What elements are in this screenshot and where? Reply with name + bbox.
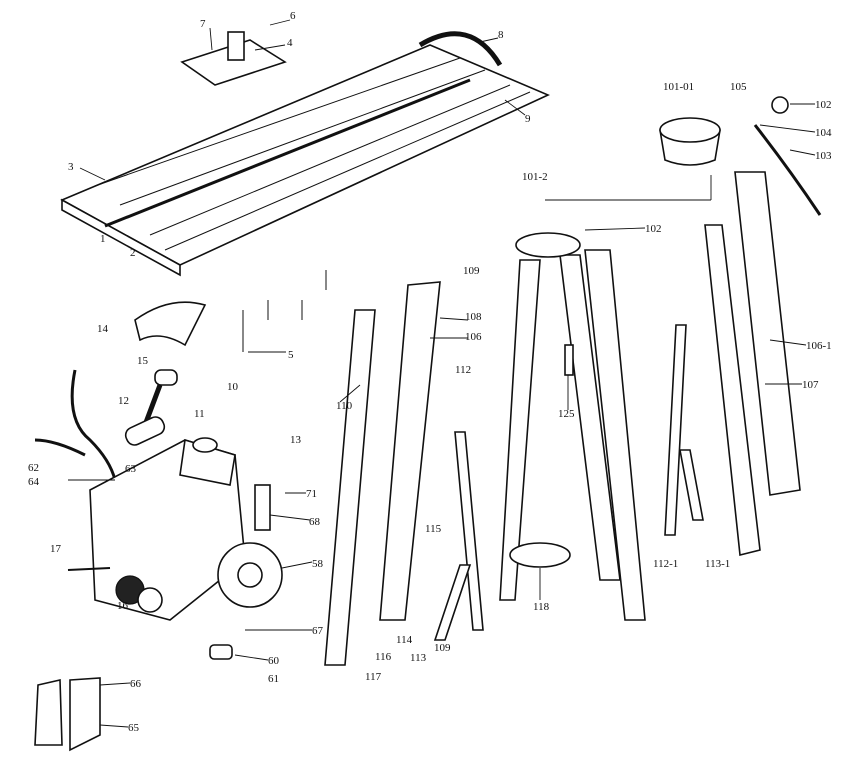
rod-112	[454, 431, 484, 631]
rod-112-1	[664, 324, 687, 536]
label-105: 105	[730, 81, 747, 93]
label-64: 64	[28, 476, 40, 488]
bracket-68	[254, 484, 271, 531]
spring-60	[209, 644, 233, 660]
label-7: 7	[200, 18, 206, 30]
rod-113	[433, 564, 472, 641]
label-14: 14	[97, 323, 109, 335]
clamps-65-66	[34, 677, 101, 752]
label-117: 117	[365, 671, 382, 683]
pad-15	[134, 301, 207, 347]
label-101-01: 101-01	[663, 81, 694, 93]
label-114: 114	[396, 634, 413, 646]
part-labels: 7 6 4 8 9 3 1 2 5 14 15 12 10 11 13 62 6…	[28, 10, 832, 734]
label-10: 10	[227, 381, 239, 393]
label-17: 17	[50, 543, 62, 555]
label-109-b: 109	[434, 642, 451, 654]
label-103: 103	[815, 150, 832, 162]
strap-103	[753, 124, 822, 216]
label-68: 68	[309, 516, 321, 528]
label-118: 118	[533, 601, 550, 613]
label-15: 15	[137, 355, 149, 367]
label-107: 107	[802, 379, 819, 391]
label-106-1: 106-1	[806, 340, 832, 352]
label-125: 125	[558, 408, 575, 420]
screws-5	[242, 270, 327, 352]
label-108: 108	[465, 311, 482, 323]
label-8: 8	[498, 29, 504, 41]
label-109: 109	[463, 265, 480, 277]
label-116: 116	[375, 651, 392, 663]
label-110: 110	[336, 400, 353, 412]
label-61: 61	[268, 673, 279, 685]
label-113: 113	[410, 652, 427, 664]
label-2: 2	[130, 247, 136, 259]
label-102-a: 102	[645, 223, 662, 235]
table-top	[60, 44, 550, 277]
knob-102	[771, 96, 789, 114]
label-67: 67	[312, 625, 324, 637]
crank-12	[124, 369, 178, 446]
label-58: 58	[312, 558, 324, 570]
rod-113-1	[679, 449, 704, 521]
power-cable	[70, 369, 117, 481]
leg-106-1	[704, 171, 801, 556]
label-63: 63	[125, 463, 137, 475]
label-1: 1	[100, 233, 106, 245]
label-16: 16	[117, 600, 129, 612]
leg-106	[379, 281, 441, 621]
label-5: 5	[288, 349, 294, 361]
label-60: 60	[268, 655, 280, 667]
label-106: 106	[465, 331, 482, 343]
label-11: 11	[194, 408, 205, 420]
label-71: 71	[306, 488, 317, 500]
label-104: 104	[815, 127, 832, 139]
label-113-1: 113-1	[705, 558, 730, 570]
label-9: 9	[525, 113, 531, 125]
leg-110	[324, 309, 376, 666]
label-102-b: 102	[815, 99, 832, 111]
label-13: 13	[290, 434, 302, 446]
tripod-main	[499, 232, 646, 621]
label-66: 66	[130, 678, 142, 690]
label-112-1: 112-1	[653, 558, 678, 570]
mount-plate	[180, 31, 287, 86]
label-65: 65	[128, 722, 140, 734]
label-4: 4	[287, 37, 293, 49]
label-101-2: 101-2	[522, 171, 548, 183]
label-12: 12	[118, 395, 129, 407]
label-112: 112	[455, 364, 471, 376]
label-3: 3	[68, 161, 74, 173]
winch-body	[89, 437, 283, 621]
label-62: 62	[28, 462, 39, 474]
ring-101-01	[659, 117, 721, 166]
handle-8	[418, 31, 503, 67]
leader-lines	[68, 19, 816, 728]
label-115: 115	[425, 523, 442, 535]
label-6: 6	[290, 10, 296, 22]
